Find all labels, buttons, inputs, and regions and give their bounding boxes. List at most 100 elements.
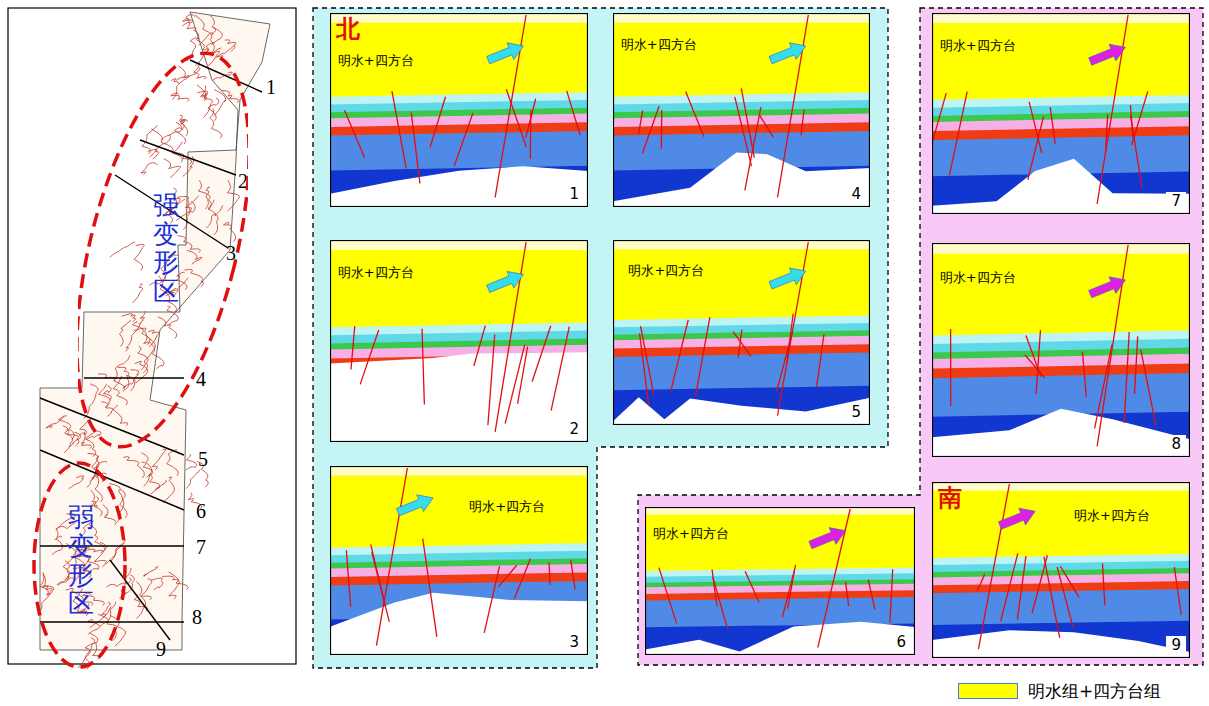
structure-trace xyxy=(225,40,236,52)
fault-line xyxy=(1050,107,1055,144)
structure-trace xyxy=(100,602,116,627)
strata-layer xyxy=(330,322,588,442)
structure-trace xyxy=(151,481,167,494)
structure-trace xyxy=(122,314,136,322)
basement-high xyxy=(613,153,870,207)
strata-layer xyxy=(613,23,870,207)
strata-layer xyxy=(330,13,588,207)
structure-trace xyxy=(197,85,213,118)
fault-line xyxy=(671,320,689,392)
fault-line xyxy=(712,569,717,606)
direction-label: 南 xyxy=(938,482,962,514)
basement-high xyxy=(645,622,915,655)
fault-line xyxy=(1174,567,1181,615)
fault-line xyxy=(1029,102,1042,153)
strata-layer xyxy=(330,122,588,207)
section-number: 1 xyxy=(266,76,276,99)
strata-layer xyxy=(330,572,588,655)
formation-label: 明水+四方台 xyxy=(1074,507,1150,525)
fault-line xyxy=(1036,330,1040,394)
section-line xyxy=(140,140,236,175)
direction-arrow xyxy=(767,38,809,69)
panel-frame xyxy=(331,467,588,655)
cross-section-panel: 明水+四方台2 xyxy=(330,240,588,442)
fault-line xyxy=(392,91,406,168)
structure-trace xyxy=(98,374,125,391)
strata-layer xyxy=(330,330,588,442)
panel-number: 6 xyxy=(891,633,911,651)
section-number: 6 xyxy=(196,500,206,523)
zone-label: 弱变形区 xyxy=(68,503,94,617)
fault-line xyxy=(1106,115,1108,151)
structure-trace xyxy=(193,30,209,52)
strata-layer xyxy=(932,373,1190,457)
structure-trace xyxy=(143,566,158,576)
fault-line xyxy=(1025,355,1045,378)
fault-line xyxy=(344,110,364,157)
strata-layer xyxy=(932,330,1190,457)
deformation-zone: 弱变形区 xyxy=(22,455,137,675)
formation-label: 明水+四方台 xyxy=(621,36,697,54)
panel-number: 2 xyxy=(564,420,584,438)
structure-trace xyxy=(161,122,182,140)
fault-line xyxy=(530,110,532,158)
fault-line xyxy=(642,106,659,153)
strata-layer xyxy=(613,352,870,425)
strata-layer xyxy=(932,554,1190,658)
strata-layer xyxy=(613,249,870,425)
strata-layer xyxy=(932,491,1190,658)
strata-layer xyxy=(932,621,1190,658)
strata-layer xyxy=(645,590,915,655)
strata-layer xyxy=(645,579,915,655)
basement-high xyxy=(330,166,588,207)
fault-line xyxy=(1141,349,1156,425)
strata-layer xyxy=(330,543,588,655)
structure-trace xyxy=(179,115,187,136)
strata-layer xyxy=(613,122,870,207)
fault-line xyxy=(495,15,526,197)
section-number: 5 xyxy=(198,448,208,471)
cross-section-panel: 明水+四方台4 xyxy=(613,13,870,207)
zone-label: 强变形区 xyxy=(153,191,179,305)
fault-line xyxy=(1060,566,1079,597)
strata-layer xyxy=(330,466,588,655)
fault-line xyxy=(1028,116,1044,179)
strata-layer xyxy=(330,23,588,207)
fault-line xyxy=(978,484,1009,649)
zone-ellipse xyxy=(78,40,248,460)
fault-line xyxy=(950,329,951,406)
direction-arrow xyxy=(395,490,437,521)
structure-trace xyxy=(214,90,226,116)
fault-line xyxy=(346,550,350,607)
direction-arrow xyxy=(807,522,849,553)
strata-layer xyxy=(645,514,915,655)
panel-number: 8 xyxy=(1166,435,1186,453)
basement-high xyxy=(932,159,1190,214)
structure-trace xyxy=(205,187,209,209)
strata-layer xyxy=(330,551,588,655)
fault-line xyxy=(548,563,550,585)
structure-trace xyxy=(176,201,195,220)
strata-layer xyxy=(932,95,1190,214)
direction-arrow xyxy=(1087,272,1129,303)
strata-layer xyxy=(330,250,588,442)
fault-line xyxy=(745,571,759,602)
structure-trace xyxy=(208,98,219,121)
strata-layer xyxy=(932,13,1190,214)
strata-layer xyxy=(932,117,1190,214)
strata-layer xyxy=(932,111,1190,214)
structure-trace xyxy=(141,163,158,175)
panel-frame xyxy=(933,14,1190,214)
structure-trace xyxy=(158,317,177,339)
fault-line xyxy=(1124,332,1129,423)
strata-layer xyxy=(932,581,1190,658)
structure-trace xyxy=(163,477,174,502)
fault-line xyxy=(422,329,424,405)
basement-high xyxy=(330,593,588,655)
map-frame xyxy=(8,8,296,664)
basement-high xyxy=(932,409,1190,457)
strata-layer xyxy=(932,482,1190,658)
fault-line xyxy=(641,326,654,395)
structure-trace xyxy=(119,320,131,346)
strata-layer xyxy=(932,561,1190,658)
